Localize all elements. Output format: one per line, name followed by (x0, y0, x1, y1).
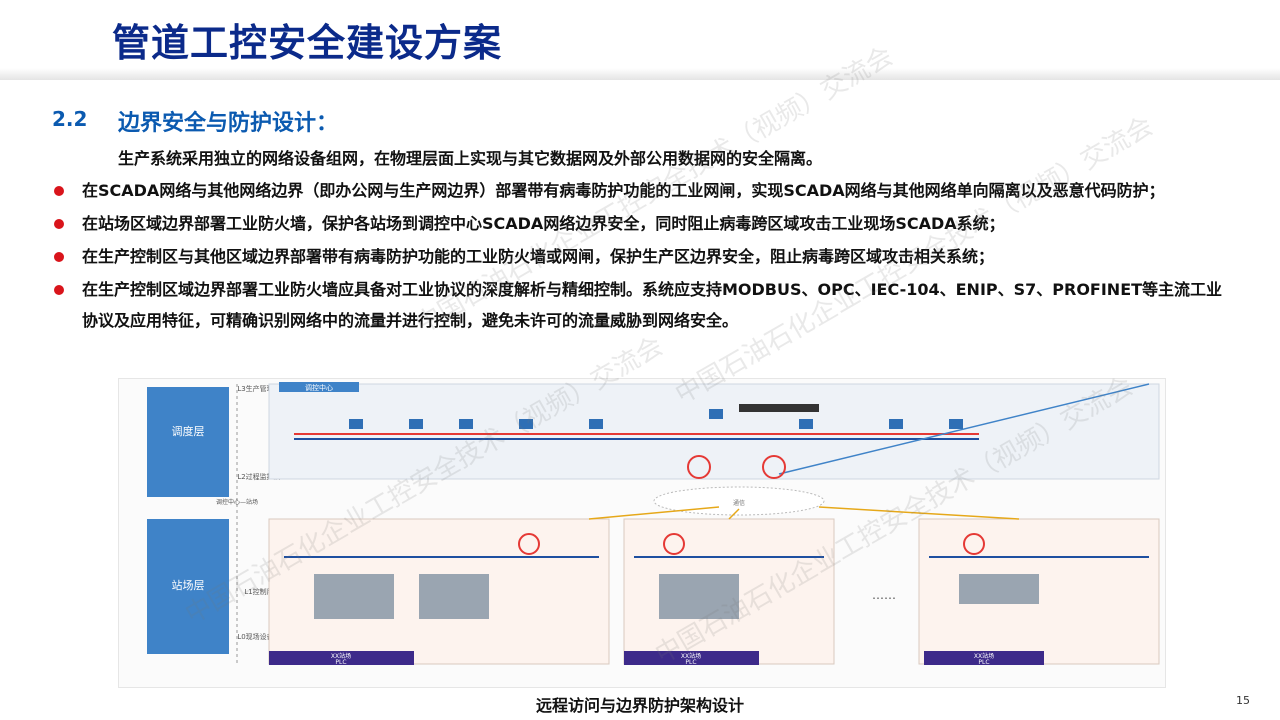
plc-label-2b: PLC (685, 659, 696, 666)
bullet-item: 在生产控制区域边界部署工业防火墙应具备对工业协议的深度解析与精细控制。系统应支持… (52, 274, 1232, 336)
l2-label: L2过程监控层 (237, 472, 280, 481)
bullet-item: 在SCADA网络与其他网络边界（即办公网与生产网边界）部署带有病毒防护功能的工业… (52, 175, 1232, 206)
plc-label-1b: PLC (335, 659, 346, 666)
bullet-list: 在SCADA网络与其他网络边界（即办公网与生产网边界）部署带有病毒防护功能的工业… (52, 175, 1232, 338)
bullet-dot-icon (54, 219, 64, 229)
station-3 (918, 518, 1160, 665)
l1-label: L1控制层 (244, 587, 273, 596)
plc-label-1a: XX站场 (331, 652, 351, 660)
diagram-ellipsis: …… (872, 588, 896, 602)
bullet-text: 在生产控制区与其他区域边界部署带有病毒防护功能的工业防火墙或网闸，保护生产区边界… (82, 247, 995, 266)
dispatch-layer-label: 调度层 (172, 424, 205, 438)
station-layer-block (147, 519, 229, 654)
l0-label: L0现场设备层 (237, 632, 280, 641)
bullet-text: 在生产控制区域边界部署工业防火墙应具备对工业协议的深度解析与精细控制。系统应支持… (82, 280, 1223, 330)
architecture-diagram: 调度层 站场层 L3生产管理层 L2过程监控层 L1控制层 L0现场设备层 调控… (118, 378, 1166, 688)
diagram-caption: 远程访问与边界防护架构设计 (535, 696, 744, 715)
intro-text: 生产系统采用独立的网络设备组网，在物理层面上实现与其它数据网及外部公用数据网的安… (118, 149, 823, 168)
station-1 (268, 518, 610, 665)
station-2 (623, 518, 835, 665)
station-layer-label: 站场层 (172, 578, 205, 592)
bullet-dot-icon (54, 186, 64, 196)
page-number: 15 (1236, 694, 1250, 707)
plc-label-3a: XX站场 (974, 652, 994, 660)
bullet-text: 在站场区域边界部署工业防火墙，保护各站场到调控中心SCADA网络边界安全，同时阻… (82, 214, 1005, 233)
plc-label-3b: PLC (978, 659, 989, 666)
plc-label-2a: XX站场 (681, 652, 701, 660)
bullet-text: 在SCADA网络与其他网络边界（即办公网与生产网边界）部署带有病毒防护功能的工业… (82, 181, 1165, 200)
wan-label: 通信 (733, 499, 745, 507)
section-title: 边界安全与防护设计： (118, 111, 339, 136)
title-bar (0, 0, 1280, 80)
link-label: 调控中心—站场 (216, 498, 258, 506)
section-number: 2.2 (52, 107, 88, 131)
page-title: 管道工控安全建设方案 (112, 21, 503, 65)
architecture-diagram-svg: 调度层 站场层 L3生产管理层 L2过程监控层 L1控制层 L0现场设备层 调控… (147, 382, 1160, 666)
dispatch-layer-block (147, 387, 229, 497)
bullet-dot-icon (54, 252, 64, 262)
bullet-item: 在站场区域边界部署工业防火墙，保护各站场到调控中心SCADA网络边界安全，同时阻… (52, 208, 1232, 239)
bullet-item: 在生产控制区与其他区域边界部署带有病毒防护功能的工业防火墙或网闸，保护生产区边界… (52, 241, 1232, 272)
l3-label: L3生产管理层 (237, 384, 280, 393)
control-center-label: 调控中心 (305, 383, 333, 392)
wan-cloud (653, 486, 825, 516)
control-center-area (268, 383, 1160, 480)
bullet-dot-icon (54, 285, 64, 295)
control-center-tag (279, 382, 359, 392)
